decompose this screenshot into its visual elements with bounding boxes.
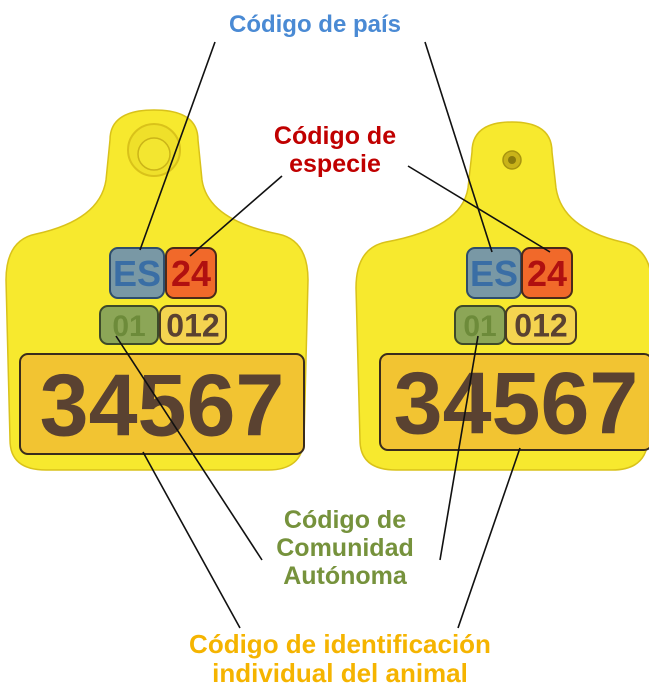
stud-inner <box>137 137 171 171</box>
country-code-value: ES <box>113 253 161 294</box>
label-individual-line-1: Código de identificación <box>189 629 491 659</box>
region-code-box <box>505 305 577 345</box>
label-individual-code: Código de identificación individual del … <box>130 629 550 689</box>
individual-code-box <box>19 353 305 455</box>
region-code-box <box>159 305 227 345</box>
individual-code-box <box>379 353 649 451</box>
community-code-box <box>99 305 159 345</box>
label-community-code: Código de Comunidad Autónoma <box>250 506 440 590</box>
country-code-value: ES <box>470 253 518 294</box>
line-individual-left <box>142 451 241 629</box>
label-species-line-1: Código de <box>273 122 397 150</box>
individual-code-value: 34567 <box>394 354 639 453</box>
country-code-box <box>109 247 165 299</box>
species-code-value: 24 <box>171 253 211 294</box>
species-code-box <box>165 247 217 299</box>
label-species-line-2: especie <box>289 150 381 178</box>
label-community-line-2: Comunidad <box>276 534 414 562</box>
callout-lines <box>115 41 551 629</box>
line-country-left <box>139 41 216 251</box>
label-country-line: Código de país <box>228 11 401 38</box>
label-community-line-3: Autónoma <box>283 562 407 590</box>
line-country-right <box>424 41 493 253</box>
label-community-line-1: Código de <box>283 506 407 534</box>
label-country-code: Código de país <box>190 11 440 39</box>
tags-layer: ES240101234567ES240101234567 <box>5 109 649 471</box>
line-community-left <box>115 335 263 561</box>
hole-inner <box>508 156 516 164</box>
line-community-right <box>439 335 479 561</box>
region-code-value: 012 <box>514 308 567 344</box>
line-species-right <box>407 165 551 253</box>
label-individual-line-2: individual del animal <box>212 658 468 689</box>
community-code-value: 01 <box>112 310 145 343</box>
species-code-box <box>521 247 573 299</box>
label-species-code: Código de especie <box>240 122 430 178</box>
species-code-value: 24 <box>527 253 567 294</box>
line-individual-right <box>457 447 521 629</box>
region-code-value: 012 <box>166 308 219 344</box>
line-species-left <box>189 175 283 257</box>
community-code-value: 01 <box>463 310 496 343</box>
